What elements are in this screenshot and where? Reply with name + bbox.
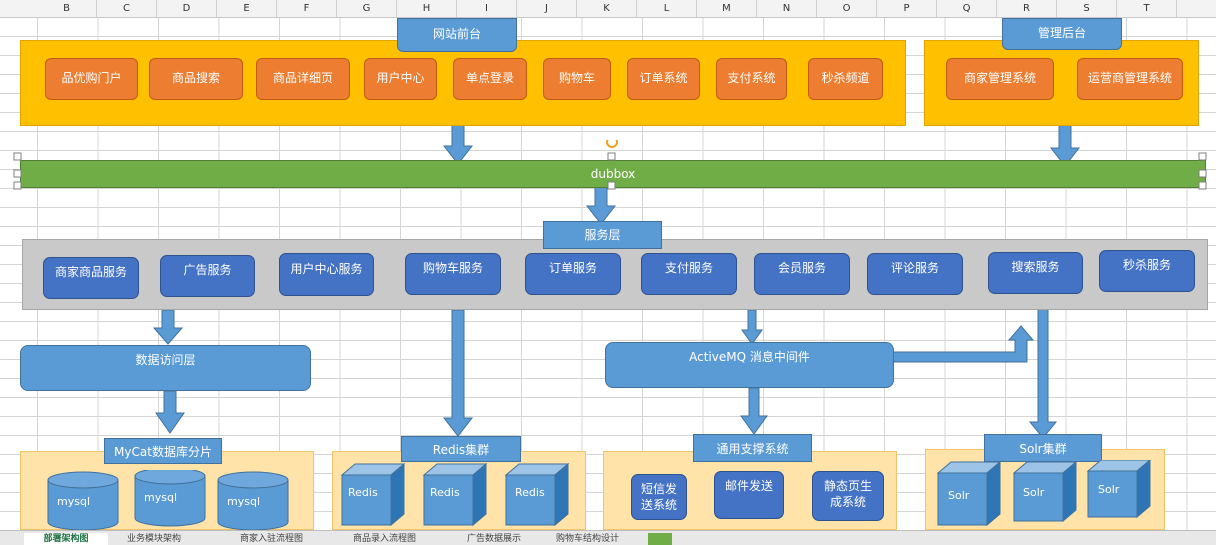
service-item[interactable]: 广告服务 bbox=[160, 255, 255, 297]
service-item[interactable]: 会员服务 bbox=[754, 253, 850, 295]
database-cylinder-icon bbox=[47, 480, 119, 530]
arrow-mq-to-search bbox=[892, 325, 1035, 363]
arrow-data-access-to-mycat bbox=[155, 390, 185, 434]
service-item[interactable]: 订单服务 bbox=[525, 253, 621, 295]
solr-label: Solr bbox=[1098, 483, 1120, 496]
service-item[interactable]: 秒杀服务 bbox=[1099, 250, 1195, 292]
service-item[interactable]: 支付服务 bbox=[641, 253, 737, 295]
solr-label: Solr bbox=[948, 489, 970, 502]
redis-label: Redis bbox=[515, 486, 545, 499]
redis-label: Redis bbox=[430, 486, 460, 499]
column-header[interactable]: K bbox=[577, 0, 637, 17]
column-header[interactable]: B bbox=[37, 0, 97, 17]
mysql-label: mysql bbox=[144, 491, 177, 504]
service-item[interactable]: 购物车服务 bbox=[405, 253, 501, 295]
solr-cube-icon bbox=[936, 460, 1002, 527]
service-item[interactable]: 搜索服务 bbox=[988, 252, 1083, 294]
database-cylinder-icon bbox=[134, 476, 206, 527]
column-header[interactable]: J bbox=[517, 0, 577, 17]
column-header[interactable]: F bbox=[277, 0, 337, 17]
email-system[interactable]: 邮件发送 bbox=[714, 471, 784, 519]
backend-title: 管理后台 bbox=[1002, 18, 1122, 50]
redis-cube-icon bbox=[422, 462, 488, 527]
frontend-module[interactable]: 购物车 bbox=[543, 58, 611, 100]
support-title: 通用支撑系统 bbox=[693, 434, 812, 462]
column-header[interactable]: E bbox=[217, 0, 277, 17]
solr-cubes bbox=[936, 460, 1151, 527]
solr-cube-icon bbox=[1012, 460, 1078, 523]
service-item[interactable]: 评论服务 bbox=[867, 253, 963, 295]
column-header[interactable]: M bbox=[697, 0, 757, 17]
service-layer-title: 服务层 bbox=[543, 221, 662, 249]
column-header[interactable]: L bbox=[637, 0, 697, 17]
service-item[interactable]: 商家商品服务 bbox=[43, 257, 139, 299]
column-header[interactable]: S bbox=[1057, 0, 1117, 17]
redis-cube-icon bbox=[504, 462, 570, 527]
column-header-row: B C D E F G H I J K L M N O P Q R S T bbox=[0, 0, 1216, 18]
sms-system[interactable]: 短信发送系统 bbox=[631, 474, 687, 520]
backend-module[interactable]: 商家管理系统 bbox=[946, 58, 1054, 100]
solr-cube-icon bbox=[1086, 460, 1151, 519]
column-header[interactable]: T bbox=[1117, 0, 1177, 17]
column-header[interactable]: H bbox=[397, 0, 457, 17]
arrow-services-to-data-access bbox=[152, 309, 184, 345]
frontend-title: 网站前台 bbox=[397, 18, 517, 52]
connector-arrows bbox=[152, 115, 1081, 530]
column-header[interactable]: G bbox=[337, 0, 397, 17]
column-header[interactable]: O bbox=[817, 0, 877, 17]
frontend-module[interactable]: 单点登录 bbox=[453, 58, 527, 100]
frontend-module[interactable]: 支付系统 bbox=[716, 58, 787, 100]
sheet-tab-bar: 部署架构图 业务模块架构 商家入驻流程图 商品录入流程图 广告数据展示 购物车结… bbox=[0, 530, 1216, 545]
redis-label: Redis bbox=[348, 486, 378, 499]
column-header[interactable]: Q bbox=[937, 0, 997, 17]
solr-label: Solr bbox=[1023, 486, 1045, 499]
mysql-label: mysql bbox=[227, 495, 260, 508]
static-page-system[interactable]: 静态页生成系统 bbox=[812, 471, 884, 521]
redis-cube-icon bbox=[340, 462, 406, 527]
mycat-title: MyCat数据库分片 bbox=[104, 438, 222, 464]
frontend-module[interactable]: 商品详细页 bbox=[256, 58, 350, 100]
column-header[interactable]: I bbox=[457, 0, 517, 17]
frontend-module[interactable]: 商品搜索 bbox=[149, 58, 243, 100]
arrow-services-to-mq bbox=[741, 309, 763, 345]
sheet-tab[interactable]: 商品录入流程图 bbox=[353, 534, 417, 544]
frontend-module[interactable]: 秒杀频道 bbox=[808, 58, 883, 100]
arrow-cart-to-redis bbox=[442, 309, 474, 437]
database-cylinder-icon bbox=[217, 480, 289, 530]
sheet-tab[interactable]: 商家入驻流程图 bbox=[240, 534, 304, 544]
solr-title: Solr集群 bbox=[984, 434, 1102, 462]
redis-title: Redis集群 bbox=[401, 436, 521, 462]
arrow-search-to-solr bbox=[1028, 293, 1058, 439]
frontend-module[interactable]: 订单系统 bbox=[627, 58, 700, 100]
column-header[interactable]: C bbox=[97, 0, 157, 17]
rotate-handle-icon bbox=[606, 140, 618, 148]
mysql-cylinders bbox=[47, 470, 289, 530]
add-sheet-button[interactable] bbox=[648, 533, 672, 545]
frontend-module[interactable]: 用户中心 bbox=[364, 58, 437, 100]
activemq-middleware[interactable]: ActiveMQ 消息中间件 bbox=[605, 342, 894, 388]
column-header[interactable]: R bbox=[997, 0, 1057, 17]
column-header[interactable]: P bbox=[877, 0, 937, 17]
sheet-tab[interactable]: 业务模块架构 bbox=[127, 534, 182, 544]
data-access-layer[interactable]: 数据访问层 bbox=[20, 345, 311, 391]
column-header[interactable]: D bbox=[157, 0, 217, 17]
column-header[interactable]: N bbox=[757, 0, 817, 17]
sheet-tab[interactable]: 广告数据展示 bbox=[467, 534, 522, 544]
backend-module[interactable]: 运营商管理系统 bbox=[1077, 58, 1183, 100]
arrow-mq-to-support bbox=[740, 387, 768, 435]
sheet-tab-active[interactable]: 部署架构图 bbox=[24, 533, 108, 545]
sheet-tab[interactable]: 购物车结构设计 bbox=[556, 534, 620, 544]
selection-handles bbox=[13, 140, 1207, 190]
service-item[interactable]: 用户中心服务 bbox=[279, 253, 374, 296]
frontend-module[interactable]: 品优购门户 bbox=[45, 58, 138, 100]
redis-cubes bbox=[340, 462, 570, 527]
mysql-label: mysql bbox=[57, 495, 90, 508]
